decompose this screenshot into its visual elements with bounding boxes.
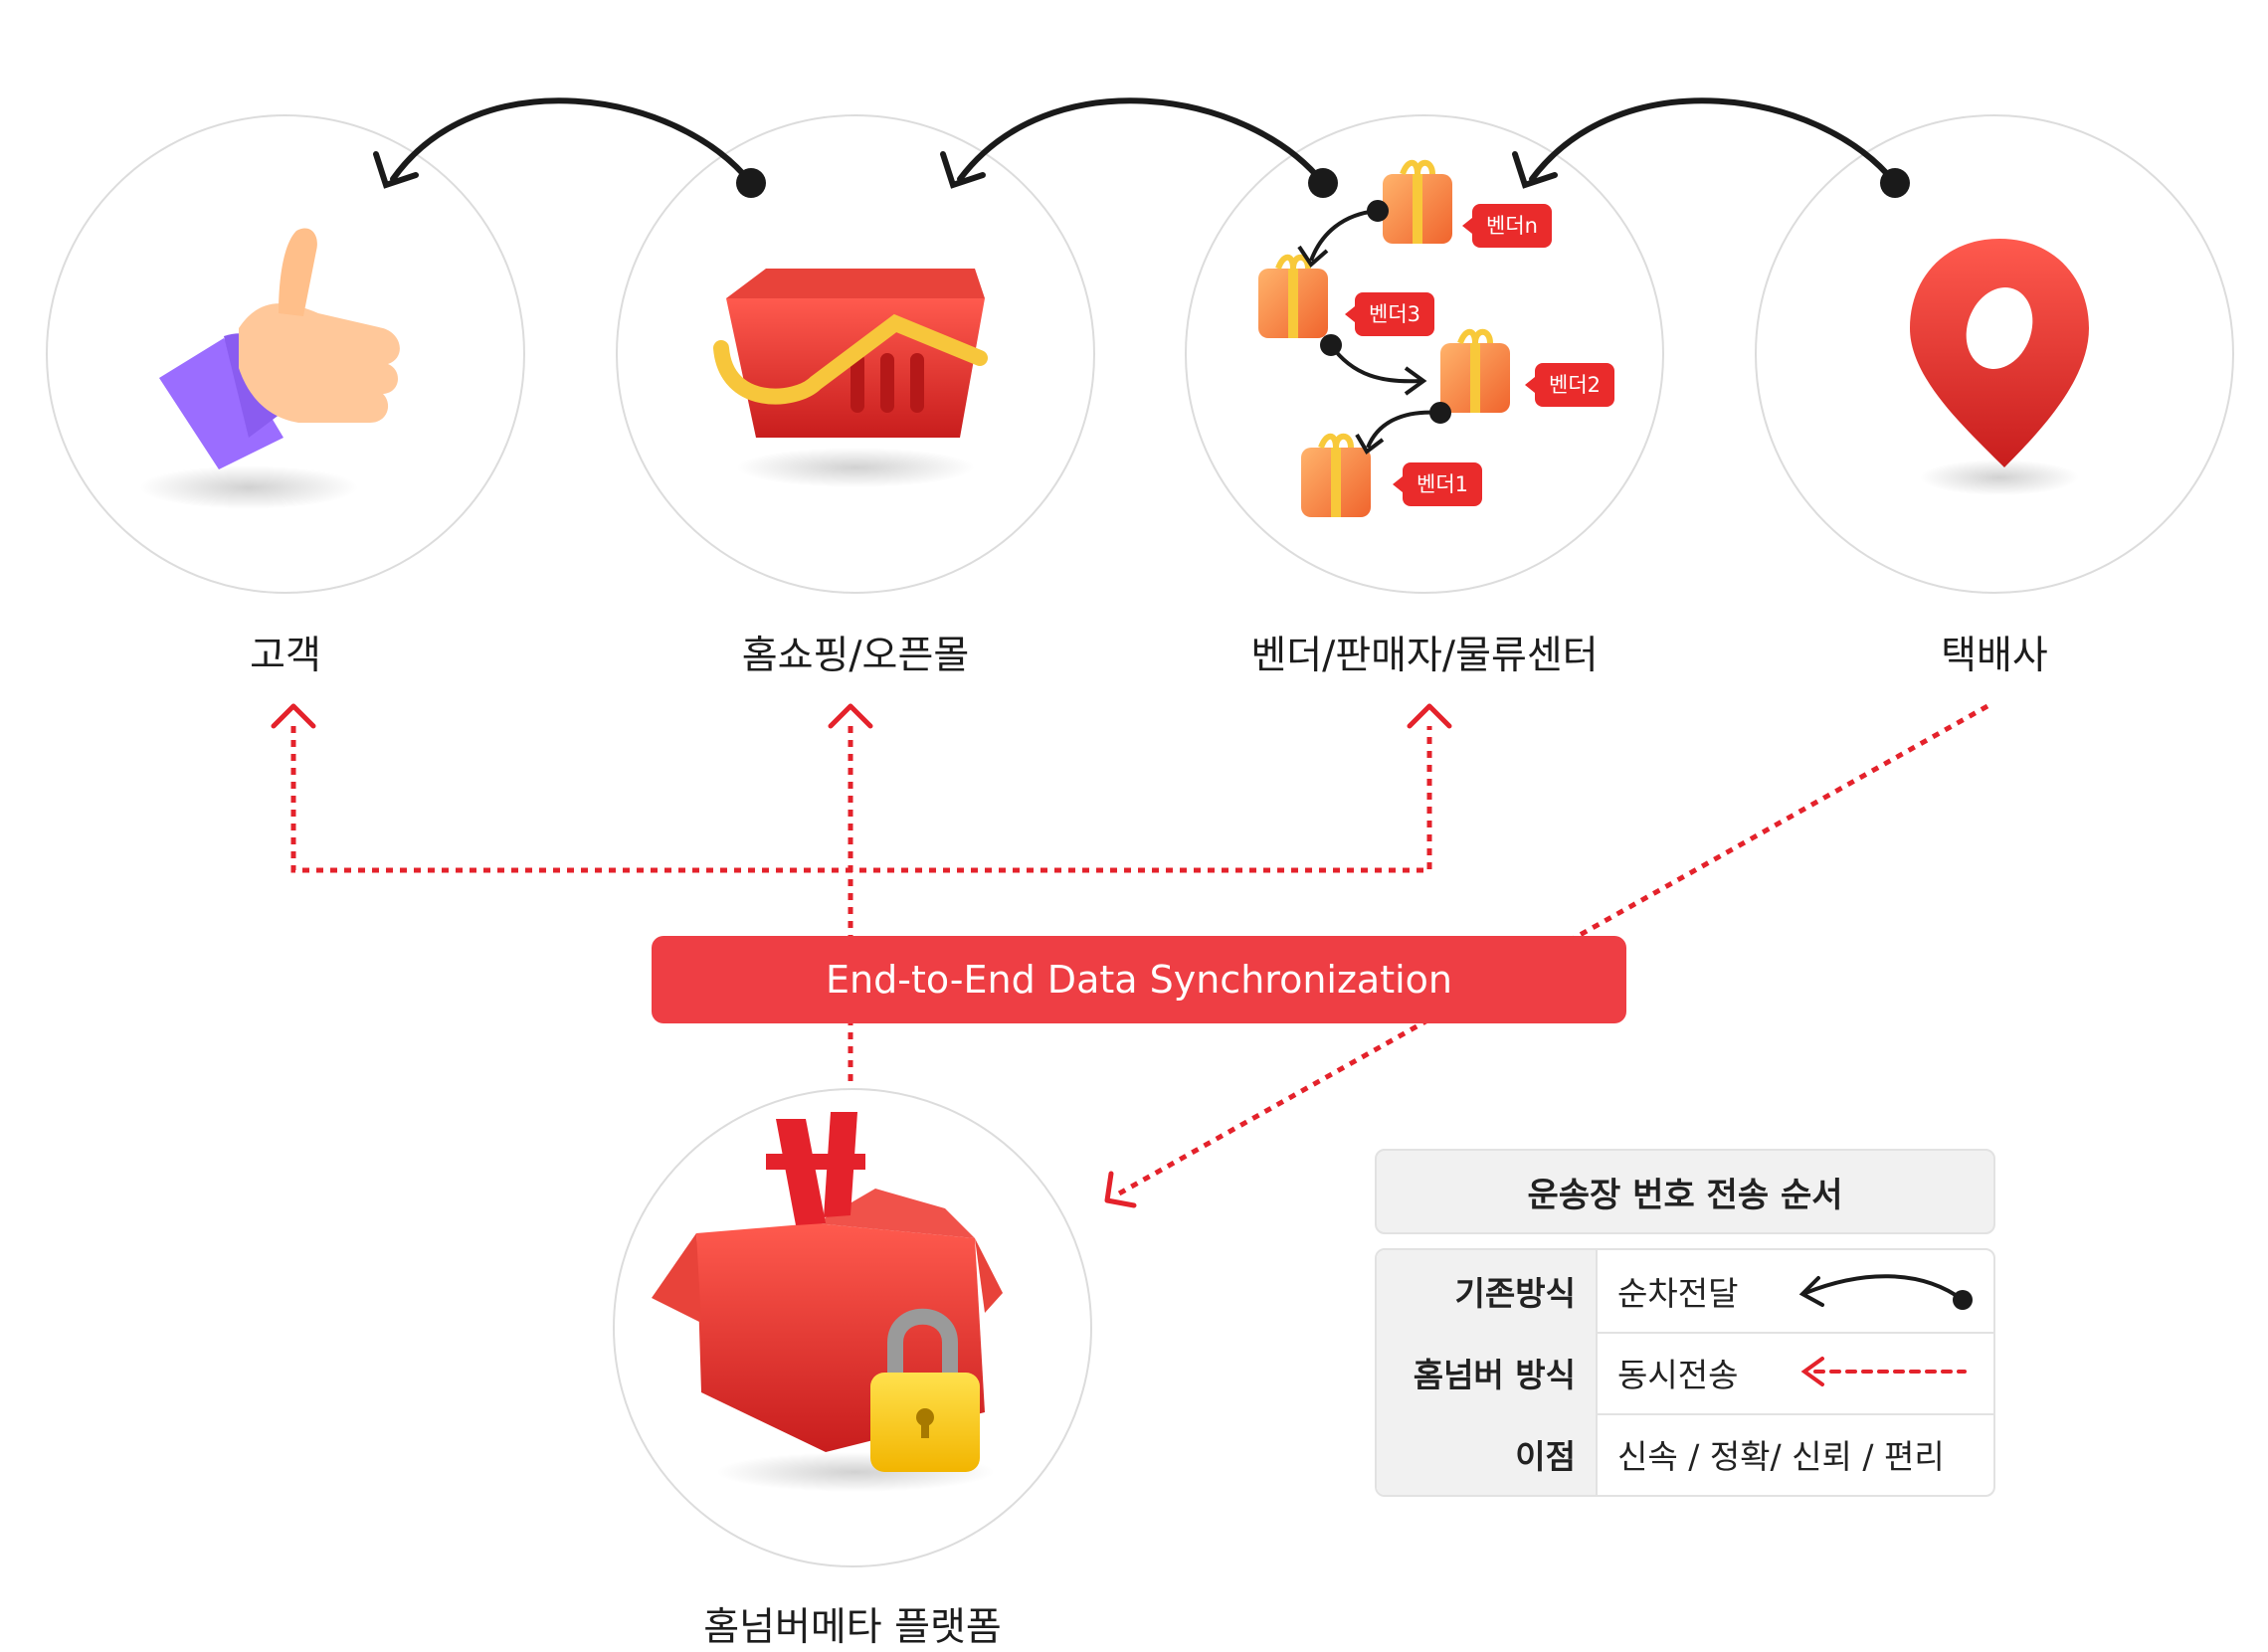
sync-banner: End-to-End Data Synchronization [652, 936, 1626, 1023]
legend-simultaneous-arrow-icon [1800, 1357, 1967, 1386]
legend-title: 운송장 번호 전송 순서 [1375, 1149, 1995, 1234]
open-box-lock-icon [652, 1112, 1003, 1492]
vendor-tag-3: 벤더3 [1344, 292, 1435, 336]
customer-label: 고객 [250, 634, 321, 678]
sync-arrowheads [271, 703, 1452, 1208]
thumbs-up-icon [139, 228, 400, 509]
courier-label: 택배사 [1941, 634, 2048, 678]
vendor-tag-1: 벤더1 [1392, 462, 1483, 506]
legend-table: 기존방식 순차전달 홈넘버 방식 동시전송 이점 신속 / 정확/ 신뢰 / 편… [1375, 1248, 1995, 1497]
vendor-tag-2: 벤더2 [1524, 363, 1615, 407]
legend-row-benefit: 이점 신속 / 정확/ 신뢰 / 편리 [1377, 1413, 1993, 1495]
shopping-basket-icon [713, 269, 988, 487]
legend-value: 순차전달 [1617, 1274, 1739, 1313]
legend-row-homenumber: 홈넘버 방식 동시전송 [1377, 1332, 1993, 1415]
platform-label: 홈넘버메타 플랫폼 [703, 1605, 1002, 1650]
homeshopping-label: 홈쇼핑/오픈몰 [741, 634, 970, 678]
legend-value: 동시전송 [1617, 1356, 1739, 1394]
vendor-tag-n: 벤더n [1462, 204, 1552, 248]
legend-row-legacy: 기존방식 순차전달 [1377, 1250, 1993, 1334]
legend-sequential-arrow-icon [1798, 1274, 1973, 1310]
sequential-arrows [373, 97, 1910, 198]
legend-key: 이점 [1377, 1413, 1598, 1495]
vendor-sequence-arrows [1297, 200, 1451, 455]
sync-dotted-lines [290, 703, 1989, 1196]
legend-value: 신속 / 정확/ 신뢰 / 편리 [1617, 1437, 1945, 1476]
vendor-label: 벤더/판매자/물류센터 [1250, 634, 1599, 678]
location-pin-icon [1910, 239, 2089, 495]
legend-key: 홈넘버 방식 [1377, 1332, 1598, 1413]
legend-key: 기존방식 [1377, 1250, 1598, 1332]
gift-box-icon [1258, 159, 1510, 517]
